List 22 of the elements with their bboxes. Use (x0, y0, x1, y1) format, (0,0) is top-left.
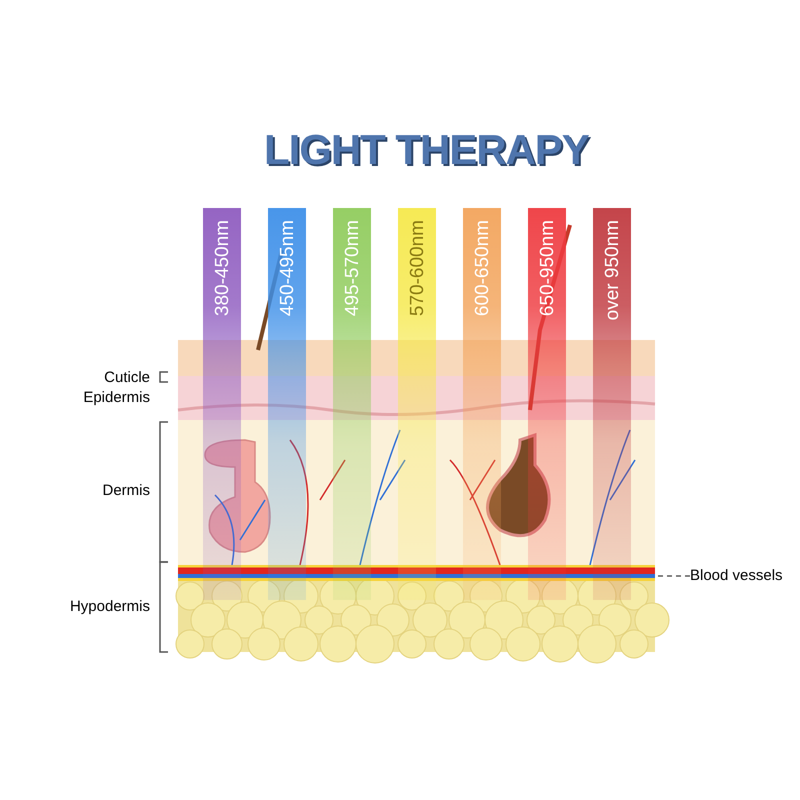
layer-label: Hypodermis (70, 597, 150, 617)
wavelength-label: 450-495nm (278, 220, 296, 316)
wavelength-label: 570-600nm (408, 220, 426, 316)
wavelength-label: 380-450nm (212, 220, 232, 316)
wavelength-light-bar (593, 208, 631, 600)
layer-label: Epidermis (83, 388, 150, 408)
wavelength-light-bar (398, 208, 436, 600)
blood-vessel-band (178, 565, 655, 581)
wavelength-light-bar (528, 208, 566, 600)
leader-line (655, 575, 690, 577)
wavelength-label: 650-950nm (538, 220, 556, 316)
wavelength-light-bar (333, 208, 371, 600)
wavelength-label: 495-570nm (342, 220, 362, 316)
wavelength-light-bar (203, 208, 241, 600)
wavelength-label: over 950nm (602, 220, 622, 320)
layer-callout-text: Blood vessels (690, 566, 783, 586)
wavelength-label: 600-650nm (472, 220, 492, 316)
layer-label: Dermis (102, 481, 150, 501)
layer-label: Cuticle (104, 368, 150, 388)
wavelength-light-bar (268, 208, 306, 600)
title: LIGHT THERAPY (264, 125, 589, 175)
wavelength-light-bar (463, 208, 501, 600)
